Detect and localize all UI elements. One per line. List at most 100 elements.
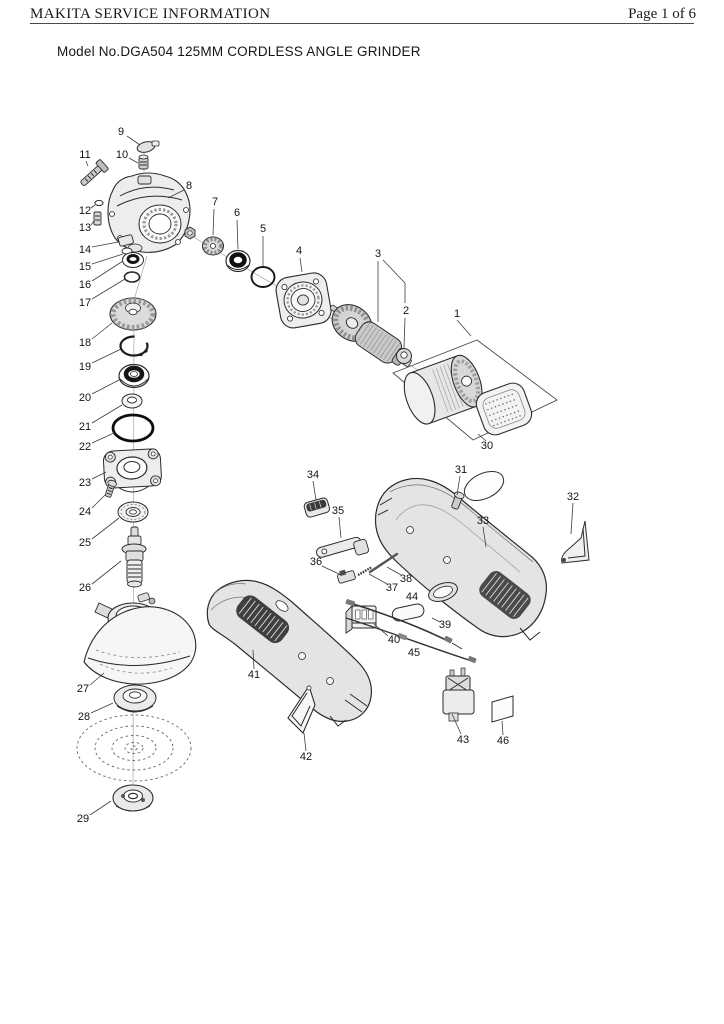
page-number: Page 1 of 6 <box>628 6 696 22</box>
part-36-lever-link <box>337 569 356 584</box>
part-number-32: 32 <box>567 491 579 503</box>
part-22-o-ring <box>111 413 155 443</box>
part-45-lead-wire <box>345 617 477 664</box>
part-28-inner-flange <box>113 684 157 713</box>
part-42-lock-nut-wrench <box>287 684 316 734</box>
leader-line-part-36 <box>321 565 342 576</box>
leader-line-part-13 <box>90 220 95 226</box>
part-11-bolt <box>80 159 109 186</box>
part-number-39: 39 <box>439 619 451 631</box>
part-44-grommet <box>391 582 458 622</box>
part-32-bracket <box>561 520 590 564</box>
assembly-axis-lines <box>132 152 441 796</box>
part-number-4: 4 <box>296 245 302 257</box>
part-number-35: 35 <box>332 505 344 517</box>
leader-line-part-41 <box>252 649 255 670</box>
leader-line-part-2 <box>403 317 406 349</box>
leader-line-part-33 <box>482 526 487 548</box>
leader-line-part-8 <box>167 189 185 199</box>
leader-line-part-31 <box>456 475 461 496</box>
part-10-inertia-pin <box>138 154 149 170</box>
part-29-lock-nut <box>112 784 154 812</box>
part-30-baffle-plate <box>475 382 533 436</box>
part-7-pinion-gear <box>202 236 224 256</box>
leader-line-part-42 <box>303 732 307 752</box>
part-number-17: 17 <box>79 297 91 309</box>
part-12-o-ring <box>94 199 104 207</box>
leader-line-part-39 <box>431 617 441 623</box>
part-number-23: 23 <box>79 477 91 489</box>
leader-line-part-26 <box>91 560 122 585</box>
leader-line-part-32 <box>570 502 574 535</box>
part-number-10: 10 <box>116 149 128 161</box>
part-number-41: 41 <box>248 669 260 681</box>
part-34-switch-button <box>303 497 331 518</box>
model-title: Model No.DGA504 125MM CORDLESS ANGLE GRI… <box>57 44 421 59</box>
leader-line-part-21 <box>91 404 123 424</box>
part-46-label <box>491 695 514 723</box>
part-number-18: 18 <box>79 337 91 349</box>
part-18-bevel-gear <box>109 297 157 331</box>
leader-line-part-19 <box>91 348 122 364</box>
part-number-45: 45 <box>408 647 420 659</box>
leader-line-part-6 <box>236 219 239 250</box>
part-number-25: 25 <box>79 537 91 549</box>
part-27-wheel-guard <box>83 606 197 685</box>
leader-line-part-27 <box>89 672 105 686</box>
part-38-rod <box>368 552 399 574</box>
leader-line-part-46 <box>501 720 504 736</box>
leader-line-part-9 <box>126 135 141 146</box>
name-plate-blank <box>463 470 505 502</box>
part-number-30: 30 <box>481 440 493 452</box>
leader-line-part-10 <box>128 157 139 164</box>
leader-line-part-22 <box>91 432 115 444</box>
leader-line-part-38 <box>386 566 402 576</box>
part-number-42: 42 <box>300 751 312 763</box>
part-number-36: 36 <box>310 556 322 568</box>
leader-line-part-15 <box>91 253 124 265</box>
part-number-12: 12 <box>79 205 91 217</box>
part-number-31: 31 <box>455 464 467 476</box>
leader-line-part-28 <box>90 702 114 714</box>
leader-line-part-29 <box>89 800 112 816</box>
part-number-7: 7 <box>212 196 218 208</box>
part-23-bearing-box <box>103 448 162 493</box>
part-4-bearing-plate <box>275 272 332 329</box>
leader-line-part-40 <box>373 623 389 637</box>
leader-line-part-14 <box>91 241 119 248</box>
part-21-washer <box>121 393 143 409</box>
leader-line-part-35 <box>338 516 342 539</box>
leader-line-part-17 <box>91 278 126 300</box>
part-26-spindle <box>121 526 147 588</box>
header-divider <box>30 23 694 24</box>
part-16-ball-bearing <box>122 252 144 268</box>
leader-line-part-4 <box>299 257 303 273</box>
part-2-lock-nut <box>396 348 412 364</box>
part-1-motor <box>403 354 483 425</box>
part-number-8: 8 <box>186 180 192 192</box>
part-8-hex-nut <box>184 226 196 240</box>
part-number-38: 38 <box>400 573 412 585</box>
part-number-20: 20 <box>79 392 91 404</box>
part-43-connector <box>442 667 475 722</box>
part-14-flat-spring <box>117 234 134 247</box>
leader-line-part-7 <box>212 208 215 236</box>
part-8-gear-housing <box>107 172 191 253</box>
part-13-pin <box>93 211 102 226</box>
leader-line-part-11 <box>85 160 89 167</box>
part-number-13: 13 <box>79 222 91 234</box>
part-number-28: 28 <box>78 711 90 723</box>
part-number-34: 34 <box>307 469 319 481</box>
leader-line-part-34 <box>312 480 317 501</box>
part-9-cap <box>136 140 160 153</box>
part-35-slide-lever <box>315 536 370 558</box>
leader-line-part-1 <box>456 319 472 337</box>
part-20-ball-bearing <box>118 363 150 389</box>
part-number-29: 29 <box>77 813 89 825</box>
part-number-5: 5 <box>260 223 266 235</box>
leader-line-part-23 <box>91 471 107 480</box>
leader-line-part-3 <box>382 259 406 303</box>
part-number-19: 19 <box>79 361 91 373</box>
